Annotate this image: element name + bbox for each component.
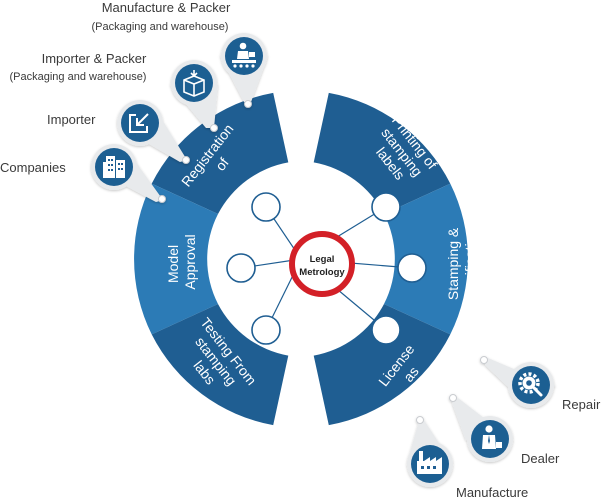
import-arrow-icon — [129, 113, 149, 133]
node-circle-model-approval — [226, 253, 256, 283]
label-manufacture: Manufacture — [456, 485, 528, 500]
label-importer-packer: Importer & Packer — [42, 51, 147, 66]
gear-wrench-icon — [518, 372, 543, 397]
package-box-icon — [183, 70, 205, 97]
buildings-icon — [103, 156, 125, 178]
node-circle-license — [371, 315, 401, 345]
pin-manufacture — [406, 416, 454, 487]
sublabel-manufacture-packer: (Packaging and warehouse) — [92, 21, 229, 33]
pin-repair — [480, 356, 556, 408]
node-circle-printing — [371, 192, 401, 222]
label-importer: Importer — [47, 112, 96, 127]
segment-model-approval — [134, 183, 218, 335]
segment-printing — [313, 92, 451, 214]
segment-license — [313, 304, 451, 426]
node-circle-registration — [251, 192, 281, 222]
node-circle-stamping — [397, 253, 427, 283]
center-title-line2: Metrology — [299, 267, 345, 278]
center-hub — [289, 231, 355, 297]
pin-dealer — [449, 394, 514, 462]
segment-stamping-verification — [384, 183, 468, 335]
label-manufacture-packer: Manufacture & Packer — [102, 0, 231, 15]
node-circle-testing — [251, 315, 281, 345]
businessman-icon — [482, 425, 502, 449]
label-companies: Companies — [0, 160, 66, 175]
pin-companies — [91, 144, 166, 203]
label-repair: Repair — [562, 397, 601, 412]
segment-testing — [151, 304, 289, 426]
label-stamping: Stamping & Verification — [445, 224, 478, 300]
label-dealer: Dealer — [521, 451, 560, 466]
factory-worker-icon — [232, 42, 256, 68]
factory-icon — [417, 451, 442, 474]
segment-registration-of — [151, 92, 289, 214]
label-model-approval: Model Approval — [165, 234, 198, 289]
sublabel-importer-packer: (Packaging and warehouse) — [10, 71, 147, 83]
center-title-line1: Legal — [310, 254, 335, 265]
